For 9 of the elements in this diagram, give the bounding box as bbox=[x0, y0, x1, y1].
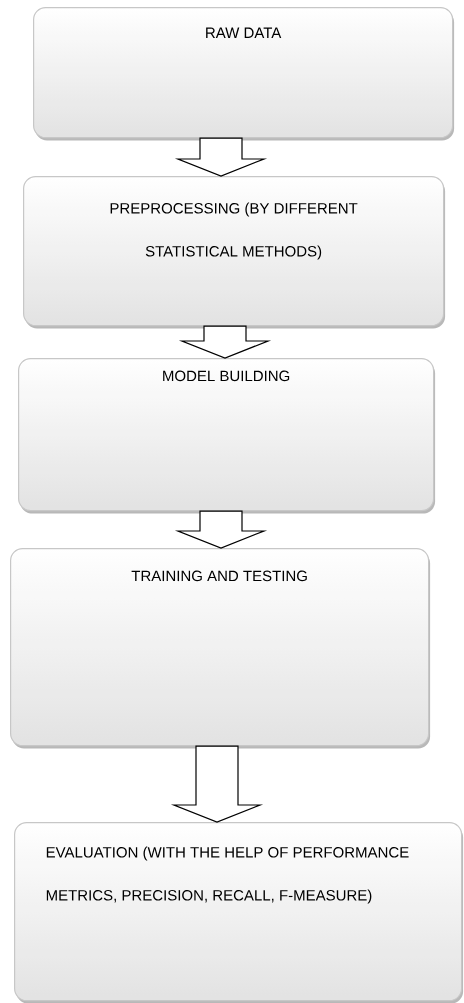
block-arrow bbox=[174, 510, 268, 549]
process-box: TRAINING AND TESTING bbox=[10, 548, 431, 749]
process-box: PREPROCESSING (BY DIFFERENT STATISTICAL METHODS) bbox=[23, 176, 446, 329]
process-box: MODEL BUILDING bbox=[18, 358, 436, 514]
process-box: EVALUATION (WITH THE HELP OF PERFORMANCE METRICS, PRECISION, RECALL, F-MEASURE) bbox=[14, 822, 464, 1003]
block-arrow bbox=[174, 137, 268, 177]
block-arrow bbox=[178, 325, 272, 359]
block-arrow bbox=[170, 745, 264, 823]
process-box: RAW DATA bbox=[33, 7, 455, 141]
